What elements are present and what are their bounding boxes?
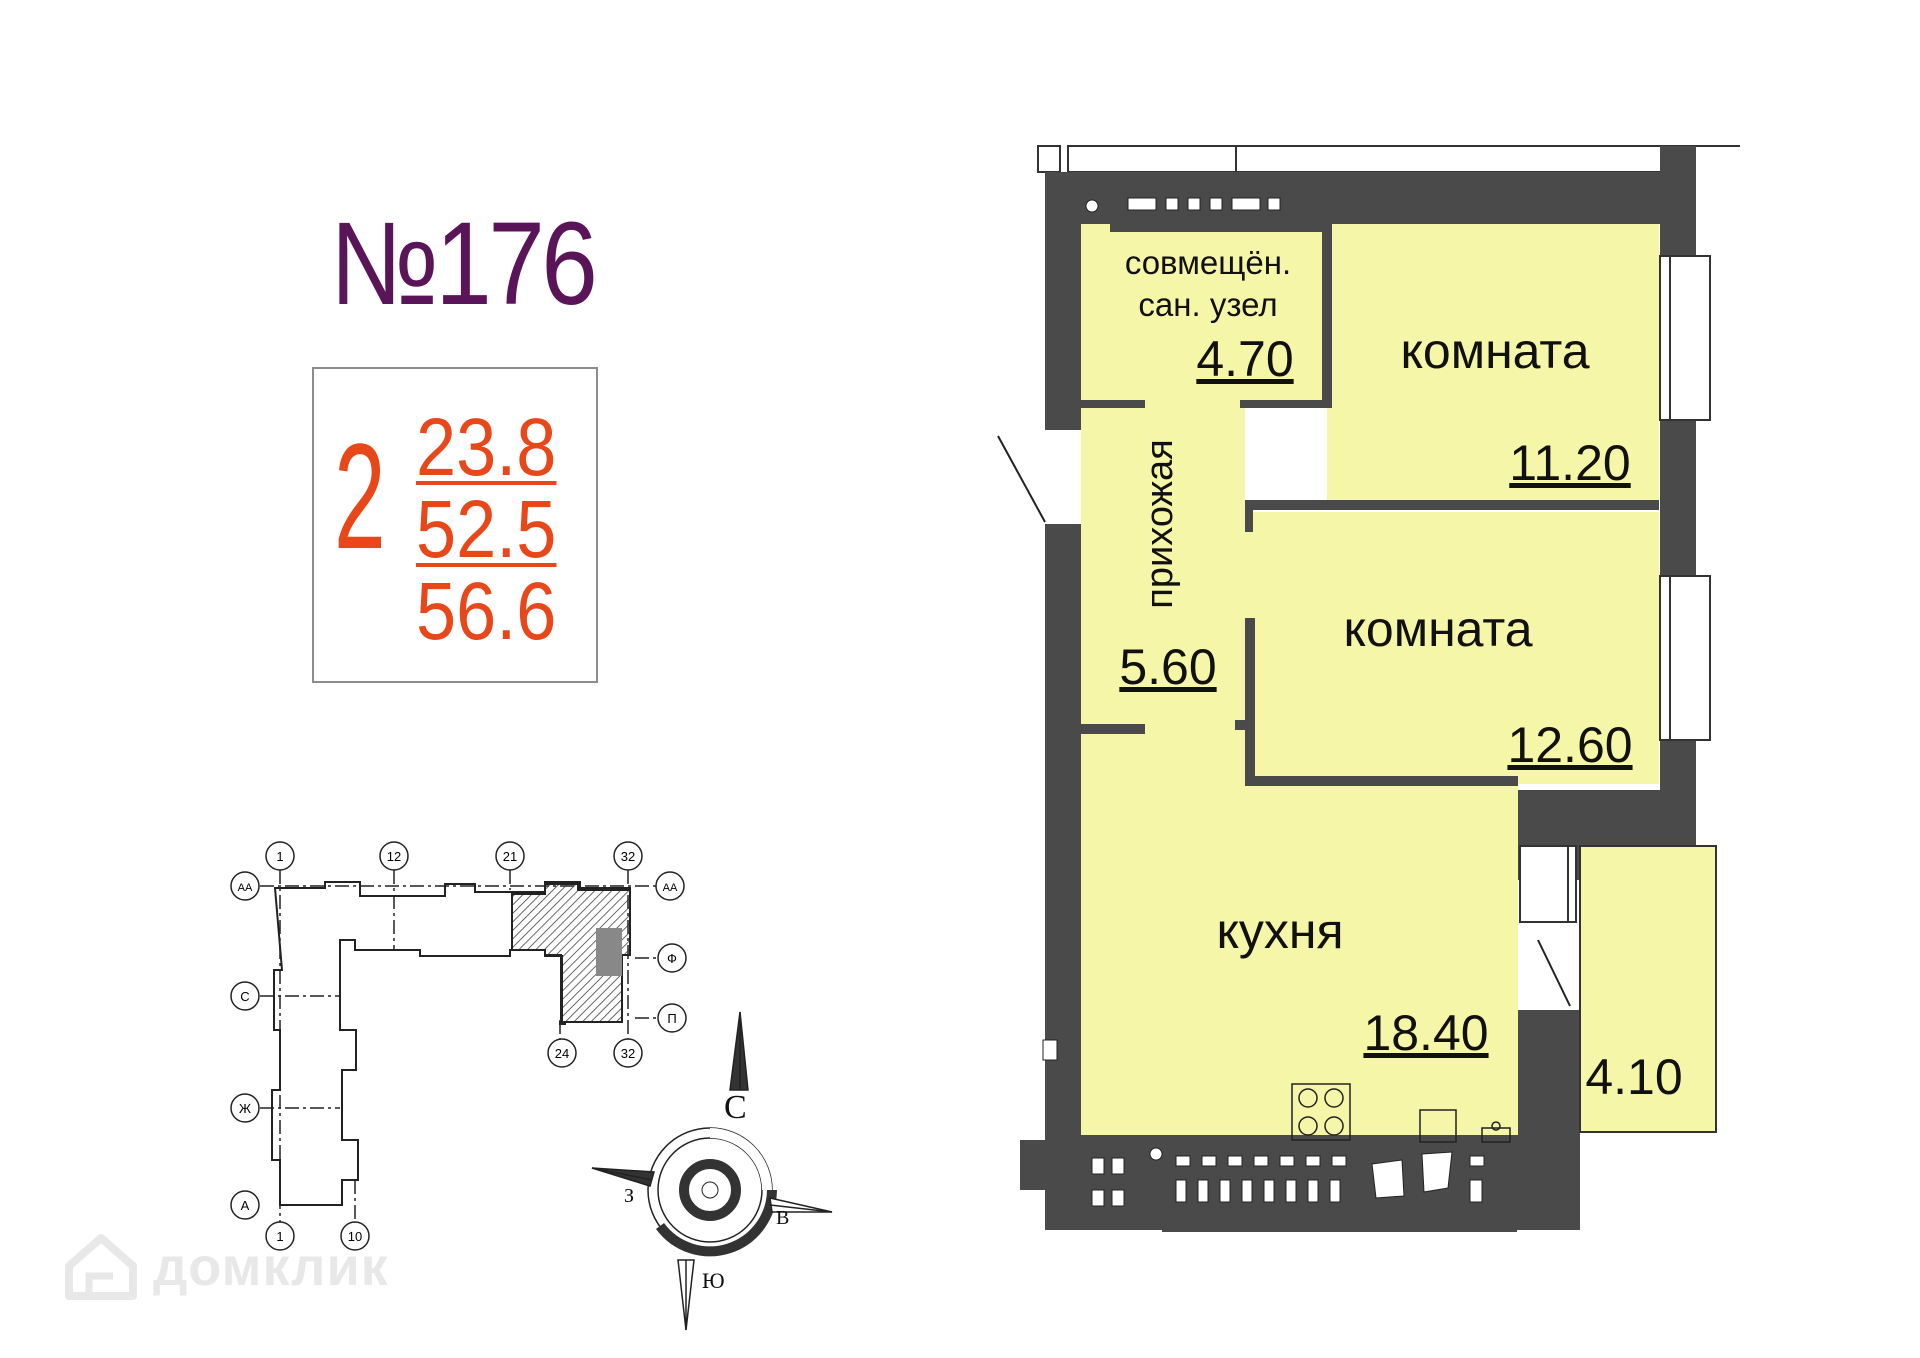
right-windows [1519, 255, 1711, 923]
rooms-count: 2 [334, 412, 386, 580]
room1-label: комната [1400, 323, 1589, 379]
hallway-area: 5.60 [1119, 639, 1216, 695]
axis-bottom-32: 32 [621, 1046, 635, 1061]
sink [1419, 1109, 1511, 1143]
ventilation-blocks-top [1085, 197, 1281, 213]
axis-left-s: С [240, 989, 249, 1004]
bathroom-label-1: совмещён. [1125, 244, 1291, 281]
apartment-location-marker [596, 928, 622, 976]
axis-right-f: Ф [667, 951, 677, 966]
compass-south: Ю [702, 1268, 725, 1293]
axis-top-1: 1 [276, 849, 283, 864]
room1-area: 11.20 [1509, 435, 1630, 491]
apartment-number: №176 [330, 198, 598, 330]
kitchen-area: 18.40 [1363, 1005, 1488, 1061]
hallway-label: прихожая [1139, 439, 1181, 608]
living-area: 23.8 [416, 402, 557, 493]
total-area: 52.5 [416, 484, 557, 575]
axis-top-12: 12 [387, 849, 401, 864]
axis-markers: 1 12 21 32 АА С Ж А АА Ф П 1 10 24 32 [230, 841, 687, 1251]
axis-bottom-24: 24 [555, 1046, 569, 1061]
watermark: домклик [63, 1232, 389, 1302]
axis-bottom-10: 10 [348, 1229, 362, 1244]
balcony-door [1537, 939, 1571, 1007]
compass-needles [591, 1011, 833, 1331]
watermark-text: домклик [153, 1237, 389, 1297]
axis-right-aa: АА [663, 882, 678, 894]
interior-walls [1081, 224, 1659, 786]
building-outline [271, 881, 631, 1206]
room2-label: комната [1343, 601, 1532, 657]
axis-left-zh: Ж [239, 1101, 251, 1116]
ventilation-blocks-bottom [1091, 1147, 1485, 1207]
bathroom-area: 4.70 [1196, 331, 1293, 387]
compass-east: В [776, 1207, 789, 1229]
balcony-area: 4.10 [1585, 1049, 1682, 1105]
summary-box: 2 23.8 52.5 56.6 [312, 367, 598, 683]
axis-top-21: 21 [503, 849, 517, 864]
stove [1291, 1083, 1351, 1141]
room2-area: 12.60 [1507, 717, 1632, 773]
meter-box [1042, 1039, 1058, 1061]
axis-bottom-1: 1 [276, 1229, 283, 1244]
axis-right-p: П [667, 1011, 676, 1026]
bathroom-label-2: сан. узел [1138, 286, 1277, 323]
entrance-door [997, 435, 1046, 523]
compass-west: З [624, 1185, 634, 1207]
kitchen-label: кухня [1216, 903, 1343, 959]
house-logo-icon [65, 1234, 137, 1300]
compass-north: С [724, 1089, 747, 1126]
axis-top-32: 32 [621, 849, 635, 864]
room-fills [1081, 224, 1716, 1135]
balcony [1579, 845, 1717, 1133]
axis-left-aa: АА [238, 882, 253, 894]
axis-left-a: А [241, 1198, 250, 1213]
gross-area: 56.6 [416, 566, 557, 657]
